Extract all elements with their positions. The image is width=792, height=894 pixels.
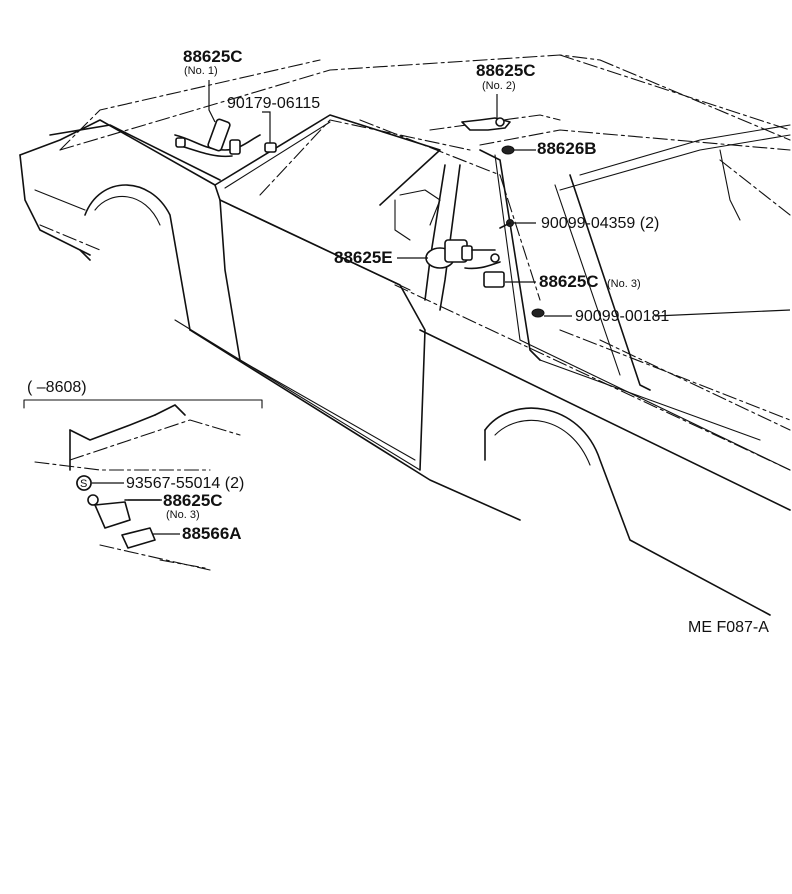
assembly-88625e-part (425, 239, 496, 269)
label-88625c-no3: 88625C (539, 272, 599, 291)
bolt-04359-part (499, 219, 514, 229)
label-88566a: 88566A (182, 524, 242, 543)
label-88625c-no2-note: (No. 2) (482, 80, 516, 92)
label-inset-88625c: 88625C (163, 491, 223, 510)
leader-lines (208, 80, 791, 317)
label-88626b: 88626B (537, 139, 597, 158)
s-symbol-icon (76, 475, 92, 491)
label-88625c-no3-note: (No. 3) (607, 278, 641, 290)
harness-no3-part (464, 253, 505, 288)
clip-88626b-part (501, 145, 515, 155)
harness-no1-part (174, 118, 277, 158)
inset-title: ( –8608) (27, 379, 87, 396)
harness-no2-part (461, 117, 511, 131)
car-body-outline (19, 54, 791, 616)
inset-s-symbol: S (80, 478, 87, 490)
label-88625c-no1: 88625C (183, 47, 243, 66)
label-90099-04359: 90099-04359 (2) (541, 215, 659, 232)
label-93567-55014: 93567-55014 (2) (126, 475, 244, 492)
bolt-00181-part (531, 308, 545, 318)
label-inset-88625c-note: (No. 3) (166, 509, 200, 521)
label-88625c-no2: 88625C (476, 61, 536, 80)
label-88625c-no1-note: (No. 1) (184, 65, 218, 77)
label-90179-06115: 90179-06115 (227, 95, 320, 112)
label-88625e: 88625E (334, 248, 393, 267)
callout-labels: 88625C (No. 1) 88625C (No. 2) 90179-0611… (27, 47, 769, 636)
footer-code: ME F087-A (688, 619, 769, 636)
label-90099-00181: 90099-00181 (575, 308, 669, 325)
